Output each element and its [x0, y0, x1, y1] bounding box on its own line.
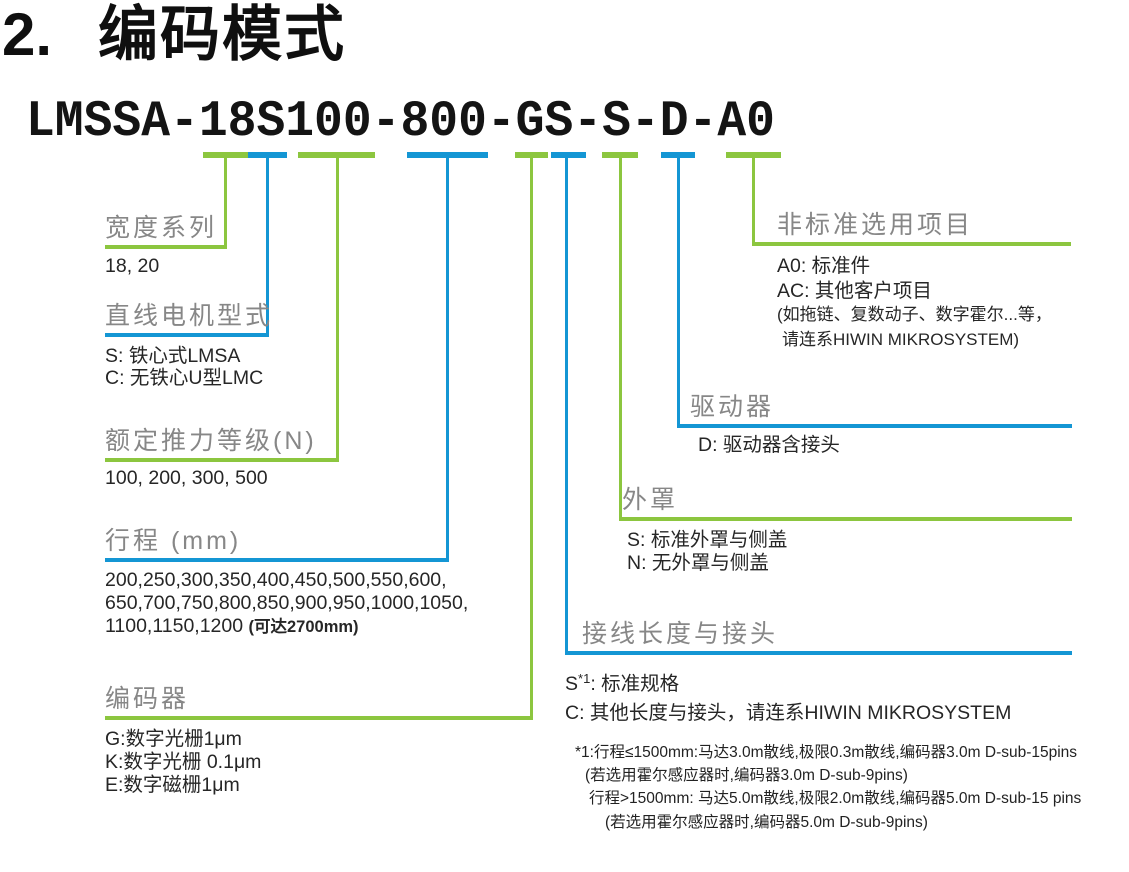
code-mark-driver [661, 152, 695, 158]
code-mark-width-series [203, 152, 248, 158]
code-mark-options [726, 152, 781, 158]
code-mark-encoder [515, 152, 548, 158]
underline-cover [618, 517, 1072, 521]
page-title: 2. 编码模式 [2, 4, 346, 66]
underline-options [751, 242, 1071, 246]
heading-wiring: 接线长度与接头 [582, 620, 779, 648]
leader-vline-encoder [529, 158, 533, 720]
section-title-text: 编码模式 [98, 1, 347, 68]
values-thrust: 100, 200, 300, 500 [105, 467, 268, 489]
values-encoder: G:数字光栅1μm K:数字光栅 0.1μm E:数字磁栅1μm [105, 728, 262, 796]
values-options: A0: 标准件 AC: 其他客户项目 (如拖链、复数动子、数字霍尔...等， 请… [777, 255, 1052, 349]
code-mark-thrust [298, 152, 375, 158]
heading-motor-type: 直线电机型式 [105, 302, 274, 330]
heading-stroke: 行程 (mm) [105, 527, 242, 555]
underline-encoder [105, 716, 533, 720]
underline-driver [676, 424, 1072, 428]
leader-vline-motor-type [265, 158, 269, 337]
stroke-max-note: (可达2700mm) [248, 618, 359, 636]
underline-thrust [105, 458, 339, 462]
underline-stroke [105, 558, 449, 562]
heading-driver: 驱动器 [690, 393, 775, 421]
values-wiring: S*1: 标准规格 C: 其他长度与接头，请连系HIWIN MIKROSYSTE… [565, 671, 1012, 724]
leader-vline-driver [676, 158, 680, 428]
code-mark-motor-type [248, 152, 287, 158]
heading-options: 非标准选用项目 [777, 211, 974, 239]
heading-cover: 外罩 [622, 486, 679, 514]
footnote: *1:行程≤1500mm:马达3.0m散线,极限0.3m散线,编码器3.0m D… [575, 744, 1082, 831]
section-number: 2. [2, 1, 53, 68]
underline-wiring [565, 651, 1072, 655]
heading-thrust: 额定推力等级(N) [105, 427, 317, 455]
underline-motor-type [105, 333, 269, 337]
code-mark-wiring [551, 152, 586, 158]
values-width-series: 18, 20 [105, 255, 160, 277]
heading-width-series: 宽度系列 [105, 214, 218, 242]
underline-width-series [105, 245, 227, 249]
leader-vline-width-series [223, 158, 227, 249]
leader-vline-cover [618, 158, 622, 521]
values-stroke: 200,250,300,350,400,450,500,550,600, 650… [105, 569, 469, 637]
footnote-marker: *1 [578, 671, 591, 686]
code-mark-stroke [407, 152, 488, 158]
leader-vline-wiring [565, 158, 568, 655]
heading-encoder: 编码器 [105, 685, 190, 713]
leader-vline-options [751, 158, 755, 246]
leader-vline-thrust [335, 158, 339, 462]
model-code: LMSSA-18S100-800-GS-S-D-A0 [26, 93, 775, 152]
leader-vline-stroke [445, 158, 449, 562]
values-motor-type: S: 铁心式LMSA C: 无铁心U型LMC [105, 345, 264, 389]
values-driver: D: 驱动器含接头 [698, 434, 840, 456]
code-mark-cover [602, 152, 638, 158]
values-cover: S: 标准外罩与侧盖 N: 无外罩与侧盖 [627, 529, 788, 574]
